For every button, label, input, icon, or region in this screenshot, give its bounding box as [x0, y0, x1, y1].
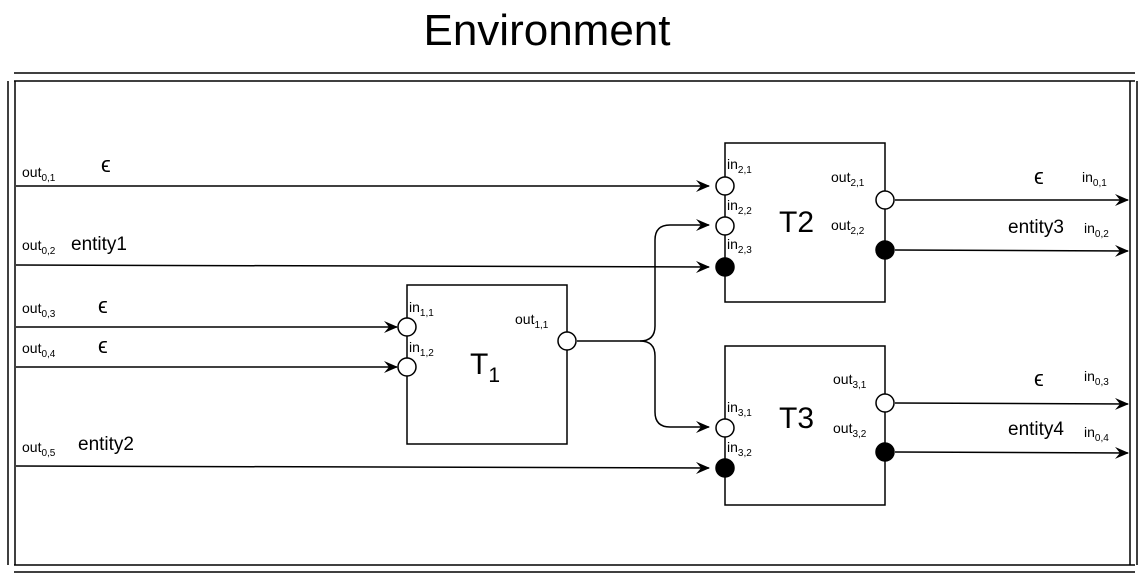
- env-out-0-5-label: out0,5: [22, 439, 56, 459]
- env-in-0-4-label: in0,4: [1084, 424, 1109, 444]
- port-in22-circle: [715, 216, 735, 236]
- env-in-0-3-label: in0,3: [1084, 368, 1109, 388]
- port-out22-label: out2,2: [831, 217, 865, 237]
- port-in31-circle: [715, 418, 735, 438]
- port-in12-label: in1,2: [409, 339, 434, 359]
- env-out-0-5-signal: entity2: [78, 434, 134, 455]
- env-out-0-1-label: out0,1: [22, 164, 56, 184]
- env-out-0-1-signal: ϵ: [101, 152, 111, 177]
- port-out11-label: out1,1: [515, 311, 549, 331]
- wire-out11-to-in22: [577, 219, 710, 342]
- port-out21-label: out2,1: [831, 169, 865, 189]
- wire-out05-to-in32: [15, 461, 710, 474]
- env-out-0-3-label: out0,3: [22, 300, 56, 320]
- env-in-0-1-signal: ϵ: [1034, 164, 1044, 189]
- block-t2-title: T2: [779, 206, 814, 239]
- wire-out22-to-in02: [894, 244, 1129, 257]
- env-out-0-2-label: out0,2: [22, 237, 56, 257]
- port-in32-label: in3,2: [727, 439, 752, 459]
- port-in11-label: in1,1: [409, 299, 434, 319]
- port-in21-circle: [715, 176, 735, 196]
- env-out-0-4-signal: ϵ: [98, 333, 108, 358]
- wire-out31-to-in03: [894, 397, 1129, 410]
- diagram-title: Environment: [423, 6, 671, 55]
- env-in-0-4-signal: entity4: [1008, 419, 1064, 440]
- wire-out02-to-in23: [15, 260, 710, 273]
- block-t1: [406, 284, 568, 445]
- port-in22-label: in2,2: [727, 197, 752, 217]
- block-t2: [724, 142, 886, 303]
- port-in32-circle: [715, 458, 735, 478]
- env-in-0-1-label: in0,1: [1082, 169, 1107, 189]
- port-in12-circle: [397, 357, 417, 377]
- port-out21-circle: [875, 190, 895, 210]
- port-in31-label: in3,1: [727, 399, 752, 419]
- port-in21-label: in2,1: [727, 156, 752, 176]
- port-out32-circle: [875, 442, 895, 462]
- env-out-0-2-signal: entity1: [71, 234, 127, 255]
- port-out11-circle: [557, 331, 577, 351]
- wire-out11-to-in31: [639, 340, 710, 433]
- env-out-0-3-signal: ϵ: [98, 293, 108, 318]
- block-t3-title: T3: [779, 402, 814, 435]
- port-out31-circle: [875, 393, 895, 413]
- port-in23-label: in2,3: [727, 236, 752, 256]
- port-out32-label: out3,2: [833, 420, 867, 440]
- port-in11-circle: [397, 317, 417, 337]
- block-t1-title: T1: [470, 348, 500, 387]
- env-in-0-2-signal: entity3: [1008, 217, 1064, 238]
- env-in-0-3-signal: ϵ: [1034, 366, 1044, 391]
- port-in23-circle: [715, 257, 735, 277]
- wire-out32-to-in04: [894, 446, 1129, 459]
- environment-frame: [7, 72, 1138, 573]
- env-out-0-4-label: out0,4: [22, 340, 56, 360]
- port-out22-circle: [875, 240, 895, 260]
- env-in-0-2-label: in0,2: [1084, 220, 1109, 240]
- port-out31-label: out3,1: [833, 371, 867, 391]
